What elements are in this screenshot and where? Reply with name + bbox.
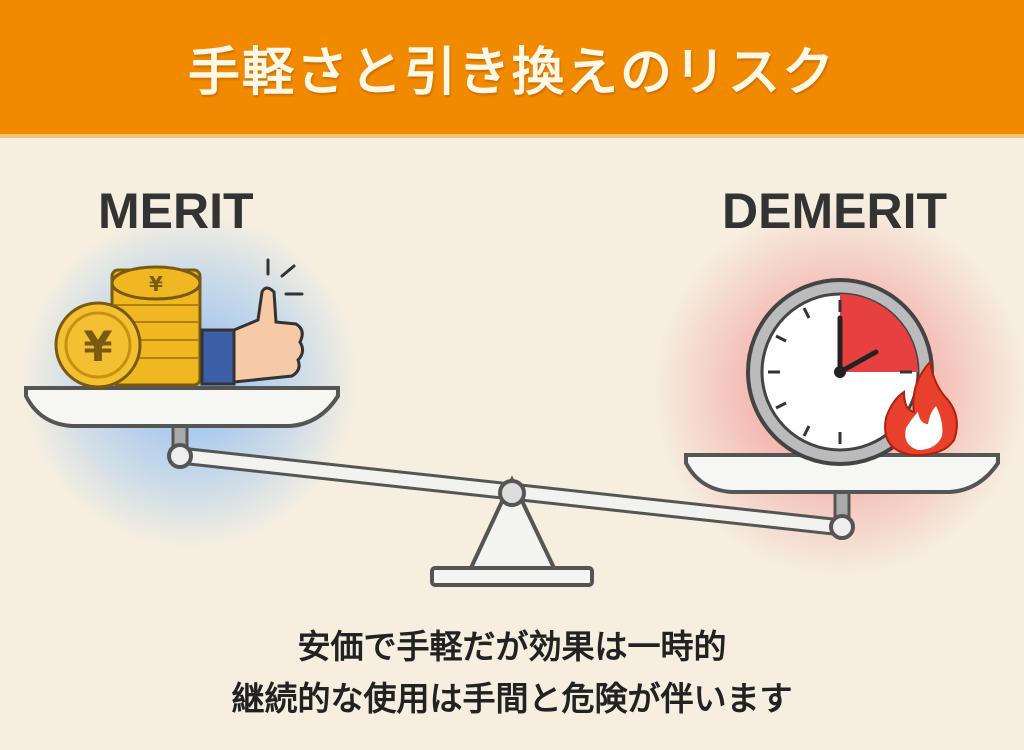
caption-line-2: 継続的な使用は手間と危険が伴います: [231, 679, 793, 718]
header-banner: 手軽さと引き換えのリスク: [0, 0, 1024, 138]
page-title: 手軽さと引き換えのリスク: [187, 42, 836, 103]
balance-scale-icon: [24, 386, 1000, 587]
coin-yen-symbol: ¥: [149, 272, 163, 296]
merit-label: MERIT: [98, 183, 254, 239]
yen-coins-icon: ¥ ¥: [54, 265, 202, 389]
caption-line-1: 安価で手軽だが効果は一時的: [297, 627, 727, 666]
fire-icon: [884, 359, 958, 457]
coin-yen-symbol: ¥: [83, 322, 112, 371]
thumbs-up-icon: [200, 258, 305, 386]
demerit-label: DEMERIT: [722, 183, 947, 239]
